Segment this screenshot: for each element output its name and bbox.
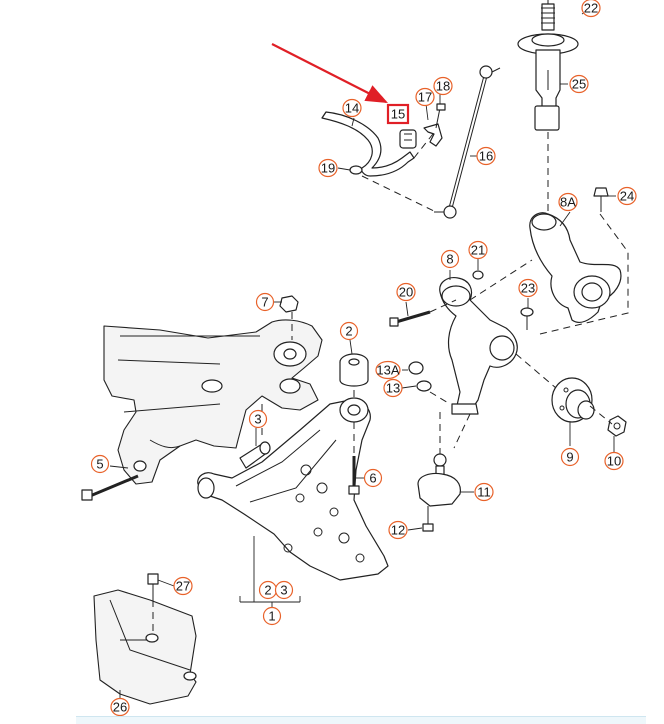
callout-number: 12 — [391, 523, 405, 538]
bolt-6 — [348, 456, 360, 495]
bush-3 — [239, 441, 271, 469]
callout-c11: 11 — [474, 482, 494, 502]
callout-number: 5 — [96, 457, 103, 472]
callout-c25: 25 — [569, 74, 589, 94]
callout-number: 15 — [391, 107, 405, 122]
wheel-hub — [551, 377, 595, 423]
callout-number: 8A — [560, 195, 576, 210]
callout-number: 1 — [268, 609, 275, 624]
bolt-5 — [81, 474, 139, 501]
callout-number: 24 — [620, 189, 634, 204]
callout-number: 8 — [446, 252, 453, 267]
bolt-27 — [147, 573, 159, 600]
control-arm — [197, 397, 389, 581]
callout-number: 26 — [113, 700, 127, 715]
callout-c6: 6 — [363, 468, 383, 488]
subframe — [103, 319, 323, 485]
coupling-rod — [434, 65, 501, 219]
callout-number: 14 — [345, 101, 359, 116]
callout-number: 27 — [176, 579, 190, 594]
wheel-bearing-housing-8 — [439, 277, 518, 415]
callout-c13: 13 — [383, 378, 403, 398]
bottom-panel-strip — [76, 716, 646, 724]
callout-c22: 22 — [581, 0, 601, 18]
callout-c1: 1 — [262, 606, 282, 626]
callout-c7: 7 — [255, 292, 275, 312]
callout-c16: 16 — [476, 146, 496, 166]
leader-lines — [109, 7, 616, 698]
callout-number: 2 — [264, 583, 271, 598]
callout-c14: 14 — [342, 98, 362, 118]
callout-c20: 20 — [396, 282, 416, 302]
callout-number: 10 — [607, 454, 621, 469]
nut-13a — [408, 361, 424, 375]
wheel-bearing-housing-8a — [529, 212, 622, 324]
callout-number: 6 — [369, 471, 376, 486]
highlight-arrow — [271, 43, 388, 103]
callout-c19: 19 — [318, 158, 338, 178]
stabilizer-bar — [321, 111, 415, 177]
callout-c2: 2 — [339, 321, 359, 341]
strut-assembly — [517, 0, 579, 215]
callout-c12: 12 — [388, 520, 408, 540]
callout-number: 20 — [399, 285, 413, 300]
bush-2 — [339, 353, 369, 387]
bolt-24 — [593, 187, 609, 212]
bolt-20 — [389, 310, 431, 327]
callout-number: 3 — [280, 583, 287, 598]
callout-number: 13 — [386, 381, 400, 396]
callout-number: 13A — [376, 363, 399, 378]
callout-c8a: 8A — [558, 192, 578, 212]
callout-number: 22 — [584, 1, 598, 16]
callout-c5: 5 — [90, 454, 110, 474]
clamp-bolt — [435, 103, 446, 129]
callout-c3: 3 — [248, 409, 268, 429]
callout-c26: 26 — [110, 697, 130, 717]
callout-number: 16 — [479, 149, 493, 164]
callout-c24: 24 — [617, 186, 637, 206]
ball-joint — [417, 453, 461, 507]
callout-number: 7 — [261, 295, 268, 310]
nut-7 — [279, 295, 299, 313]
nut-19 — [349, 165, 363, 175]
nut-13 — [416, 380, 432, 392]
callout-number: 17 — [418, 90, 432, 105]
bolt-12 — [422, 506, 434, 532]
callout-c15: 15 — [386, 103, 410, 125]
callout-c21: 21 — [468, 240, 488, 260]
callout-number: 3 — [254, 412, 261, 427]
callout-c23: 23 — [518, 278, 538, 298]
nut-21 — [472, 270, 484, 280]
callout-number: 18 — [436, 79, 450, 94]
callout-number: 23 — [521, 281, 535, 296]
callout-number: 9 — [566, 450, 573, 465]
underbody-guard — [93, 589, 197, 705]
nut-23 — [520, 307, 534, 330]
callout-number: 11 — [477, 485, 491, 500]
callout-number: 2 — [345, 324, 352, 339]
bush-clamp — [423, 123, 443, 147]
callout-number: 25 — [572, 77, 586, 92]
callout-c10: 10 — [604, 451, 624, 471]
hub-nut — [607, 415, 627, 437]
callout-c27: 27 — [173, 576, 193, 596]
stabilizer-bush — [399, 129, 417, 149]
callout-c2b: 2 — [258, 580, 278, 600]
callout-c9: 9 — [560, 447, 580, 467]
callout-number: 21 — [471, 243, 485, 258]
callout-c3b: 3 — [274, 580, 294, 600]
callout-c18: 18 — [433, 76, 453, 96]
callout-c13a: 13A — [375, 360, 401, 380]
callout-c17: 17 — [415, 87, 435, 107]
assembly-lines — [152, 129, 633, 634]
callout-c8: 8 — [440, 249, 460, 269]
callout-number: 19 — [321, 161, 335, 176]
